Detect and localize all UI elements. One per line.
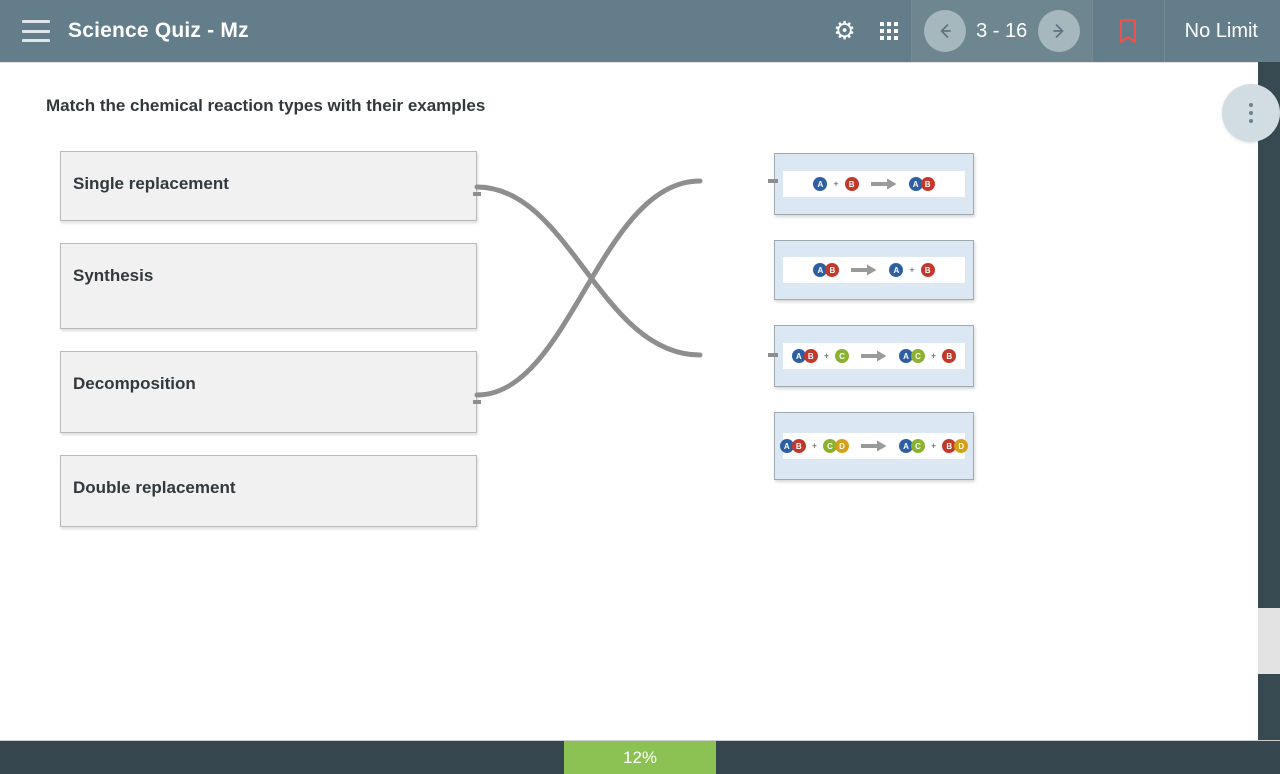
next-page-button[interactable] bbox=[1037, 10, 1080, 52]
plus-sign: + bbox=[931, 441, 937, 451]
atom-B: B bbox=[942, 439, 957, 453]
arrow-left-icon bbox=[940, 24, 951, 38]
connector-stub-card-1 bbox=[768, 179, 778, 183]
atom-B: B bbox=[791, 439, 806, 453]
atom-B: B bbox=[825, 263, 840, 277]
atom-B: B bbox=[920, 263, 935, 277]
molecule-B: B bbox=[920, 263, 935, 277]
question-prompt: Match the chemical reaction types with t… bbox=[46, 96, 486, 115]
molecule-B: B bbox=[942, 349, 957, 363]
molecule-B: B bbox=[844, 177, 859, 191]
connector-stub-single-replacement bbox=[473, 192, 481, 196]
atom-D: D bbox=[954, 439, 969, 453]
page-indicator: 3 - 16 bbox=[976, 19, 1028, 42]
reaction-arrow-icon bbox=[852, 350, 896, 362]
atom-A: A bbox=[791, 349, 806, 363]
arrow-right-icon bbox=[1052, 24, 1063, 38]
molecule-A: A bbox=[813, 177, 828, 191]
atom-A: A bbox=[813, 177, 828, 191]
molecule-C: C bbox=[835, 349, 849, 363]
prompt-item-synthesis[interactable]: Synthesis bbox=[60, 243, 477, 329]
gear-icon[interactable]: ⚙ bbox=[823, 9, 867, 53]
prompt-item-decomposition[interactable]: Decomposition bbox=[60, 351, 477, 433]
plus-sign: + bbox=[833, 179, 839, 189]
reaction-arrow-icon bbox=[852, 440, 896, 452]
molecule-A: A bbox=[889, 263, 904, 277]
atom-B: B bbox=[920, 177, 935, 191]
atom-A: A bbox=[779, 439, 794, 453]
atom-A: A bbox=[899, 439, 913, 453]
prev-page-button[interactable] bbox=[923, 10, 966, 52]
more-options-button[interactable] bbox=[1222, 84, 1280, 142]
grid-icon[interactable] bbox=[867, 9, 911, 53]
atom-A: A bbox=[908, 177, 923, 191]
prompt-column: Single replacement Synthesis Decompositi… bbox=[60, 151, 477, 549]
quiz-content: Match the chemical reaction types with t… bbox=[0, 62, 1258, 740]
atom-A: A bbox=[899, 349, 913, 363]
atom-B: B bbox=[844, 177, 859, 191]
plus-sign: + bbox=[823, 351, 829, 361]
connector-stub-card-3 bbox=[768, 353, 778, 357]
time-limit-label: No Limit bbox=[1184, 19, 1258, 42]
atom-A: A bbox=[813, 263, 828, 277]
atom-D: D bbox=[835, 439, 849, 453]
atom-C: C bbox=[911, 439, 925, 453]
header-actions: ⚙ 3 - 16 bbox=[823, 0, 1280, 62]
atom-B: B bbox=[942, 349, 957, 363]
pagination-panel: 3 - 16 bbox=[910, 0, 1093, 62]
atom-B: B bbox=[803, 349, 818, 363]
plus-sign: + bbox=[931, 351, 937, 361]
plus-sign: + bbox=[811, 441, 817, 451]
reaction-arrow-icon bbox=[862, 178, 906, 190]
prompt-item-single-replacement[interactable]: Single replacement bbox=[60, 151, 477, 221]
bookmark-button[interactable] bbox=[1093, 0, 1165, 62]
atom-C: C bbox=[835, 349, 849, 363]
grid-glyph bbox=[879, 21, 899, 41]
app-header: Science Quiz - Mz ⚙ 3 - 16 bbox=[0, 0, 1280, 62]
atom-A: A bbox=[889, 263, 904, 277]
atom-C: C bbox=[911, 349, 925, 363]
gear-glyph: ⚙ bbox=[833, 16, 856, 45]
atom-C: C bbox=[823, 439, 837, 453]
prompt-item-double-replacement[interactable]: Double replacement bbox=[60, 455, 477, 527]
progress-indicator: 12% bbox=[564, 741, 716, 774]
reaction-arrow-icon bbox=[842, 264, 886, 276]
bookmark-icon bbox=[1120, 19, 1137, 43]
scrollbar-track-gap[interactable] bbox=[1258, 608, 1280, 674]
plus-sign: + bbox=[909, 265, 915, 275]
hamburger-icon[interactable] bbox=[22, 20, 50, 42]
footer-bar: 12% bbox=[0, 740, 1280, 774]
page-title: Science Quiz - Mz bbox=[68, 19, 249, 42]
connector-stub-decomposition bbox=[473, 400, 481, 404]
right-scrollbar[interactable] bbox=[1258, 62, 1280, 740]
